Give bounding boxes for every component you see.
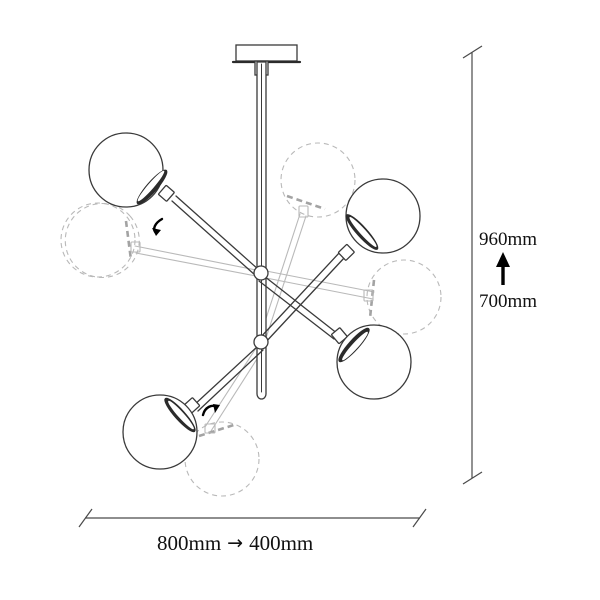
width-max-label: 800mm bbox=[157, 531, 222, 555]
lamp-upper-left bbox=[88, 132, 260, 276]
width-arrow-icon: → bbox=[227, 532, 244, 554]
height-up-arrow-icon bbox=[496, 252, 510, 285]
ghost-lamp-upper-middle bbox=[258, 142, 356, 342]
width-min-label: 400mm bbox=[249, 531, 314, 555]
lamp-upper-right bbox=[258, 178, 421, 345]
ghost-lamp-right bbox=[260, 259, 442, 335]
hub-joints bbox=[253, 265, 269, 350]
hub-upper bbox=[253, 265, 269, 281]
lamp-lower-right bbox=[258, 275, 412, 400]
ghost-lamp-left bbox=[60, 202, 262, 279]
rotation-arrow-lower bbox=[201, 404, 220, 417]
vertical-dimension-line bbox=[462, 45, 483, 485]
suspension-rod bbox=[254, 60, 269, 400]
ceiling-mount bbox=[231, 44, 302, 64]
rotation-arrow-upper bbox=[152, 217, 164, 236]
ghost-lamp-bottom bbox=[184, 344, 265, 497]
lamp-bottom-left bbox=[122, 345, 264, 470]
width-dimension-label: 800mm→400mm bbox=[157, 531, 313, 556]
hub-lower bbox=[253, 334, 269, 350]
horizontal-dimension-line bbox=[78, 508, 427, 528]
height-max-label: 960mm bbox=[479, 229, 538, 250]
height-min-label: 700mm bbox=[479, 291, 538, 312]
